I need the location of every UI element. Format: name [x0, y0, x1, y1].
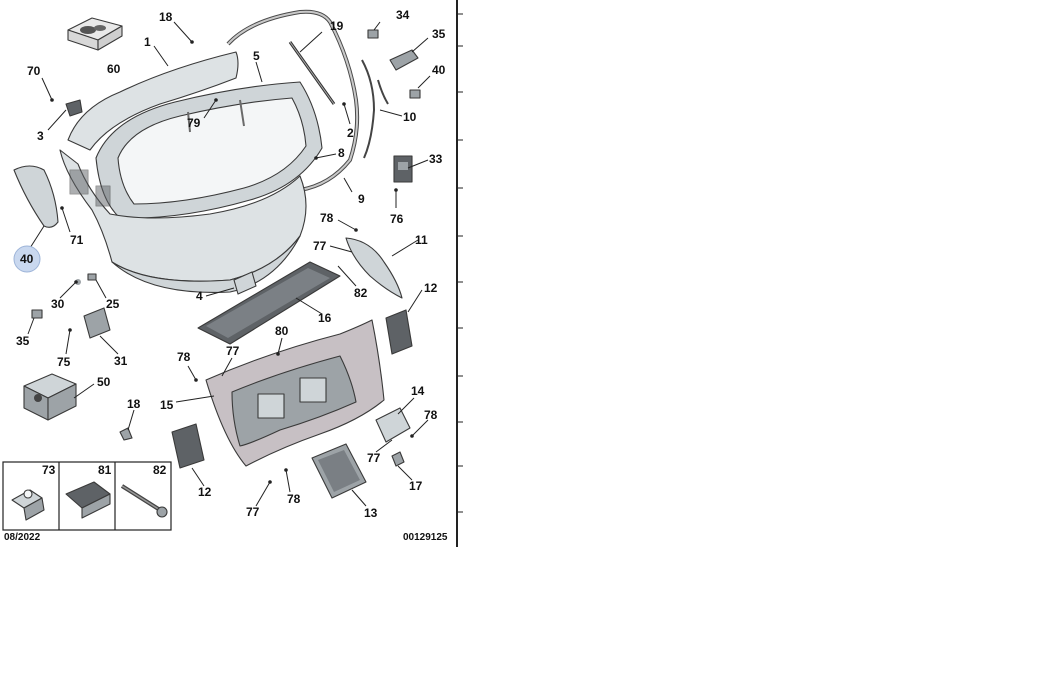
part-15-inner-trim [205, 319, 385, 467]
inset-part-73 [11, 489, 45, 521]
part-12-cover-left [171, 423, 205, 469]
label: 13 [364, 506, 378, 520]
label: 79 [187, 116, 201, 130]
inset-box: 73 81 82 [2, 461, 172, 531]
part-1-upper-panel [67, 51, 239, 151]
label: 12 [198, 485, 212, 499]
label: 50 [97, 375, 111, 389]
part-labels: 18 1 19 5 34 35 40 70 60 3 10 2 8 9 33 7… [16, 8, 446, 520]
label: 16 [318, 311, 332, 325]
label: 40 [432, 63, 446, 77]
label: 15 [160, 398, 174, 412]
label: 3 [37, 129, 44, 143]
part-8-strut [288, 41, 336, 105]
label: 78 [424, 408, 438, 422]
label: 11 [415, 233, 428, 247]
label: 78 [320, 211, 334, 225]
part-30-module [83, 307, 111, 339]
label: 60 [107, 62, 121, 76]
part-13-bin [311, 443, 367, 499]
label: 30 [51, 297, 65, 311]
part-20-seal [226, 9, 360, 192]
part-60-kit [67, 17, 123, 51]
label: 5 [253, 49, 260, 63]
part-25-clip [87, 273, 97, 281]
date-code: 08/2022 [4, 532, 41, 543]
label: 9 [358, 192, 365, 206]
part-12-cover-right [385, 309, 413, 355]
label: 17 [409, 479, 423, 493]
inset-part-82 [120, 484, 168, 518]
label: 34 [396, 8, 410, 22]
inset-label-82: 82 [153, 463, 167, 477]
part-10-cable [361, 59, 389, 159]
label: 19 [330, 19, 344, 33]
leader-lines [27, 21, 431, 507]
label: 4 [196, 289, 203, 303]
part-35-clip [31, 309, 43, 319]
part-17-clip [391, 451, 405, 467]
label: 33 [429, 152, 443, 166]
label: 10 [403, 110, 417, 124]
part-50-unit [23, 373, 77, 421]
label: 78 [177, 350, 191, 364]
label: 77 [367, 451, 381, 465]
part-32-clip [367, 29, 379, 39]
part-40-side-trim [13, 165, 59, 228]
sheet-border [456, 0, 463, 547]
part-16-grille [197, 261, 341, 345]
label: 14 [411, 384, 425, 398]
label highlighted-label: 40 [20, 252, 34, 266]
label: 35 [16, 334, 30, 348]
label: 77 [313, 239, 327, 253]
label: 77 [246, 505, 260, 519]
part-34-clip [409, 89, 421, 99]
label: 18 [127, 397, 141, 411]
inset-label-73: 73 [42, 463, 56, 477]
label: 25 [106, 297, 120, 311]
part-33-bracket [389, 49, 419, 71]
diagram-code: 00129125 [403, 532, 448, 543]
part-31-lock [393, 155, 413, 183]
label: 8 [338, 146, 345, 160]
label: 82 [354, 286, 368, 300]
highlight-marker [13, 245, 41, 273]
label: 77 [226, 344, 240, 358]
label: 1 [144, 35, 151, 49]
inset-label-81: 81 [98, 463, 112, 477]
inset-part-81 [65, 481, 111, 519]
part-4-bracket [233, 271, 257, 295]
label: 78 [287, 492, 301, 506]
label: 71 [70, 233, 84, 247]
label: 12 [424, 281, 438, 295]
label: 80 [275, 324, 289, 338]
part-11-trim [345, 237, 403, 299]
part-3-hinge [65, 99, 83, 117]
label: 35 [432, 27, 446, 41]
label: 76 [390, 212, 404, 226]
part-18-clip [119, 427, 133, 441]
label: 2 [347, 126, 354, 140]
label: 75 [57, 355, 71, 369]
part-14-handle [375, 407, 411, 443]
label: 18 [159, 10, 173, 24]
part-5-glass [95, 81, 323, 219]
label: 31 [114, 354, 128, 368]
label: 70 [27, 64, 41, 78]
